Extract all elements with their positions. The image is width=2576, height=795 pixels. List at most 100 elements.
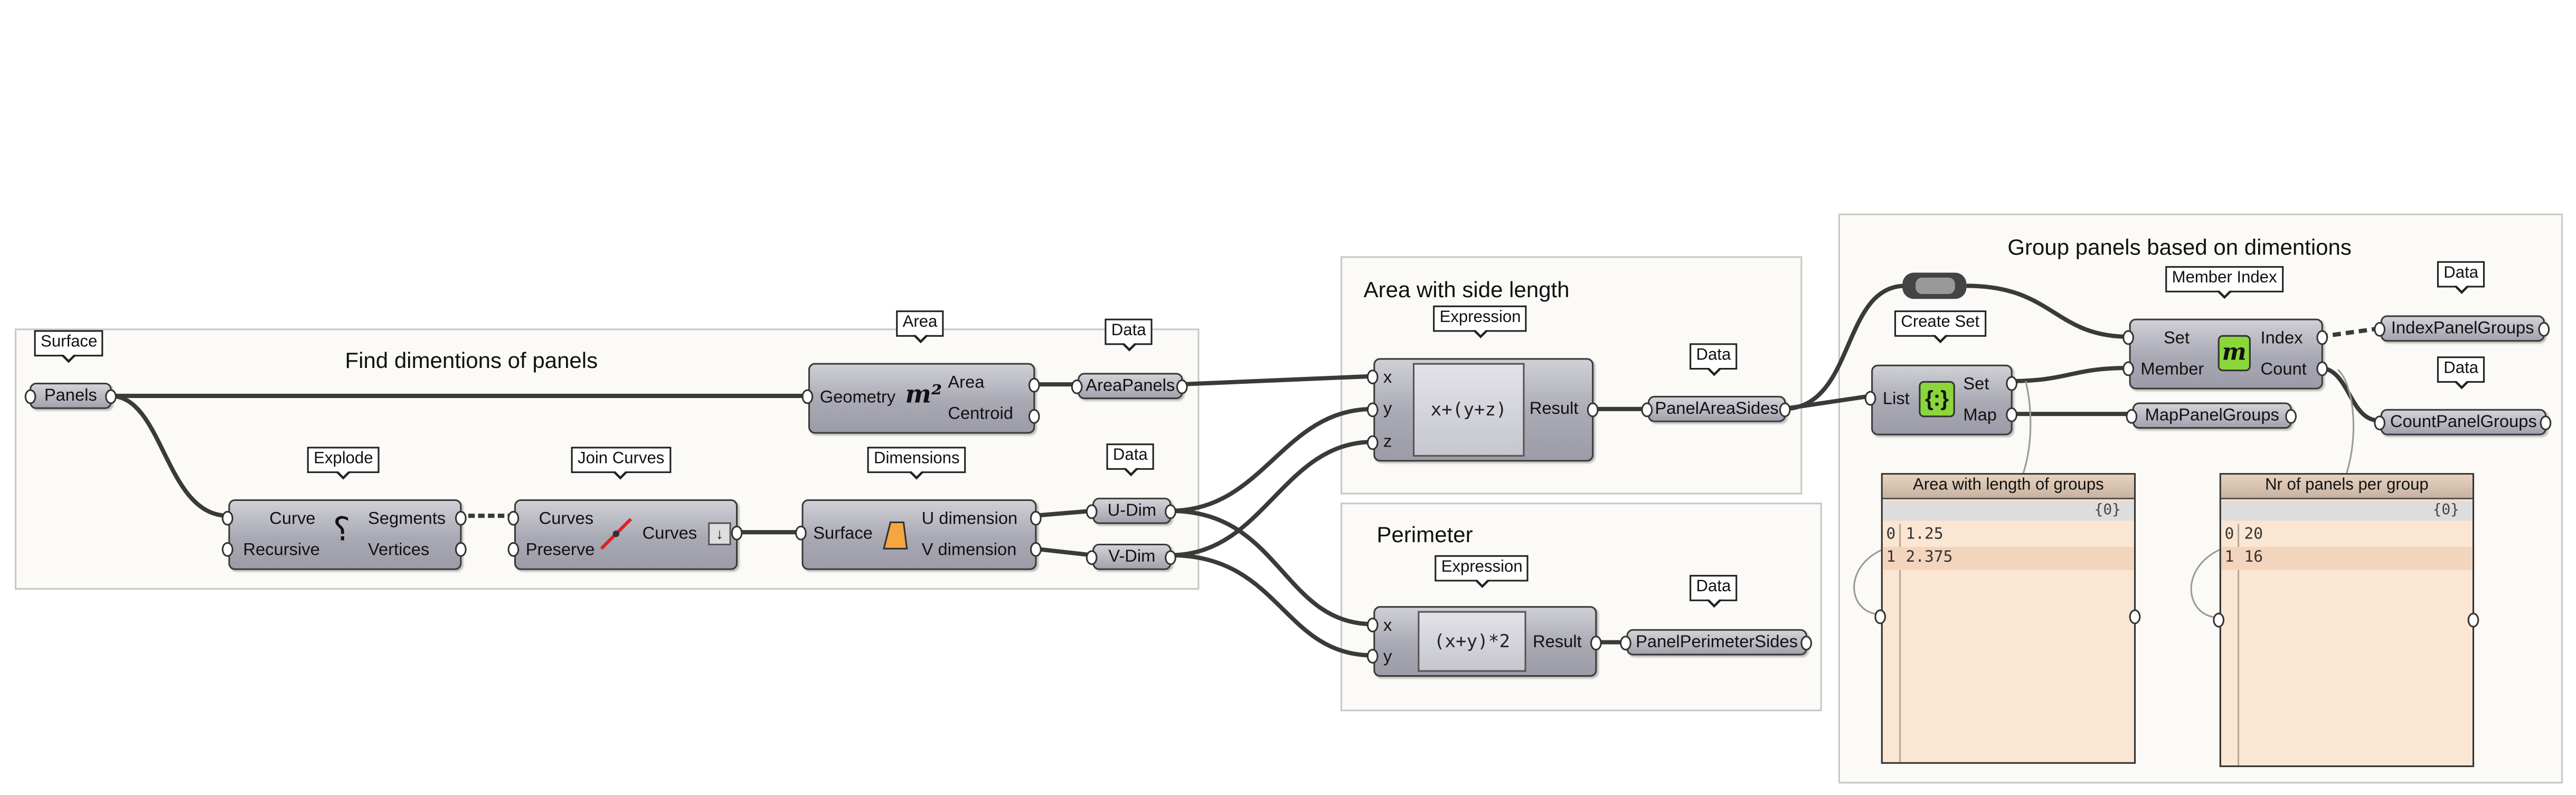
output-result-perim[interactable]: Result [1533,632,1582,652]
port-mpg-out[interactable] [2285,409,2297,424]
port-perim-x[interactable] [1366,617,1379,632]
component-expression-area[interactable]: x y z x+(y+z) Result [1373,358,1594,462]
input-set[interactable]: Set [2163,328,2190,348]
component-expression-perimeter[interactable]: x y (x+y)*2 Result [1373,606,1597,677]
output-area[interactable]: Area [948,373,985,393]
param-panels[interactable]: Panels [30,383,112,409]
param-count-panel-groups[interactable]: CountPanelGroups [2380,409,2546,436]
component-area[interactable]: Geometry m² Area Centroid [808,363,1035,434]
output-centroid[interactable]: Centroid [948,404,1013,424]
input-surface[interactable]: Surface [813,524,873,544]
port-expr-x[interactable] [1366,370,1379,385]
port-pas-out[interactable] [1779,402,1791,418]
port-area-panels-out[interactable] [1176,379,1188,394]
input-list[interactable]: List [1882,389,1910,409]
port-area-centroid[interactable] [1028,409,1040,424]
expression-display[interactable]: x+(y+z) [1412,363,1525,457]
port-panels-in[interactable] [24,389,36,404]
port-perim-result[interactable] [1590,636,1602,651]
output-u-dimension[interactable]: U dimension [921,509,1018,529]
output-result[interactable]: Result [1529,399,1579,419]
port-cs-set[interactable] [2006,376,2018,391]
port-mpg-in[interactable] [2126,409,2138,424]
output-index[interactable]: Index [2260,328,2303,348]
port-dim-u[interactable] [1030,510,1042,526]
output-map[interactable]: Map [1963,405,1997,425]
input-x-perim[interactable]: x [1383,616,1392,636]
port-cpg-out[interactable] [2540,415,2552,431]
output-segments[interactable]: Segments [367,509,446,529]
port-panels-out[interactable] [105,389,117,404]
row-value: 2.375 [1905,548,1953,567]
component-explode[interactable]: Curve Recursive ⸮ Segments Vertices [228,499,462,570]
port-area-geometry[interactable] [801,389,814,404]
port-join-preserve[interactable] [507,542,520,557]
port-v-dim-out[interactable] [1165,550,1176,565]
port-join-curves-out[interactable] [731,525,743,541]
port-mi-index[interactable] [2316,330,2328,345]
input-y-perim[interactable]: y [1383,647,1392,667]
port-v-dim-in[interactable] [1086,550,1098,565]
port-u-dim-in[interactable] [1086,504,1098,519]
port-expr-y[interactable] [1366,402,1379,418]
port-panel-nr-out[interactable] [2467,612,2479,628]
port-pas-in[interactable] [1641,402,1653,418]
port-join-curves[interactable] [507,510,520,526]
input-x[interactable]: x [1383,367,1392,388]
port-pps-out[interactable] [1800,636,1813,651]
input-recursive[interactable]: Recursive [243,540,320,561]
port-explode-curve[interactable] [222,510,233,526]
param-v-dim[interactable]: V-Dim [1092,543,1172,570]
input-geometry[interactable]: Geometry [819,387,896,408]
port-ipg-in[interactable] [2374,321,2386,337]
output-vertices[interactable]: Vertices [367,540,430,561]
input-curve[interactable]: Curve [269,509,316,529]
port-expr-z[interactable] [1366,435,1379,450]
port-area-panels-in[interactable] [1071,379,1083,394]
input-curves[interactable]: Curves [539,509,594,529]
port-panel-area-out[interactable] [2129,609,2141,624]
port-dim-surface[interactable] [795,525,807,541]
port-mi-set[interactable] [2122,330,2134,345]
port-explode-segments[interactable] [455,510,467,526]
component-create-set[interactable]: List {:} Set Map [1871,364,2013,436]
output-set[interactable]: Set [1963,374,1989,394]
port-ipg-out[interactable] [2538,321,2550,337]
port-mi-count[interactable] [2316,361,2328,376]
port-mi-member[interactable] [2122,361,2134,376]
output-curves[interactable]: Curves [642,524,697,544]
input-preserve[interactable]: Preserve [525,540,595,561]
panel-nr-panels-per-group[interactable]: Nr of panels per group {0} 0 20 1 16 [2219,473,2475,768]
param-panel-area-sides[interactable]: PanelAreaSides [1647,395,1786,422]
port-cpg-in[interactable] [2374,415,2386,431]
component-join-curves[interactable]: Curves Preserve Curves ↓ [514,499,738,570]
expression-perimeter-display[interactable]: (x+y)*2 [1418,611,1526,672]
port-cs-map[interactable] [2006,407,2018,422]
port-cs-list[interactable] [1864,391,1876,406]
port-dim-v[interactable] [1030,542,1042,557]
param-u-dim[interactable]: U-Dim [1092,497,1172,524]
param-area-panels[interactable]: AreaPanels [1078,373,1183,400]
input-y[interactable]: y [1383,399,1392,419]
param-index-panel-groups[interactable]: IndexPanelGroups [2380,315,2545,342]
port-perim-y[interactable] [1366,649,1379,664]
param-panel-perimeter-sides[interactable]: PanelPerimeterSides [1626,629,1807,656]
port-area-area[interactable] [1028,377,1040,393]
param-map-panel-groups[interactable]: MapPanelGroups [2132,402,2292,429]
input-member[interactable]: Member [2140,359,2204,380]
port-panel-area-in[interactable] [1874,609,1886,624]
output-count[interactable]: Count [2260,359,2307,380]
panel-area-length-groups[interactable]: Area with length of groups {0} 0 1.25 1 … [1881,473,2136,764]
component-dimensions[interactable]: Surface U dimension V dimension [801,499,1037,570]
port-pps-in[interactable] [1620,636,1631,651]
tag-expression-area: Expression [1433,305,1527,338]
component-member-index[interactable]: Set Member m Index Count [2129,318,2323,390]
input-z[interactable]: z [1383,432,1392,452]
port-u-dim-out[interactable] [1165,504,1176,519]
port-explode-recursive[interactable] [222,542,233,557]
port-panel-nr-in[interactable] [2213,612,2225,628]
port-explode-vertices[interactable] [455,542,467,557]
output-v-dimension[interactable]: V dimension [921,540,1017,561]
port-expr-result[interactable] [1587,402,1599,418]
